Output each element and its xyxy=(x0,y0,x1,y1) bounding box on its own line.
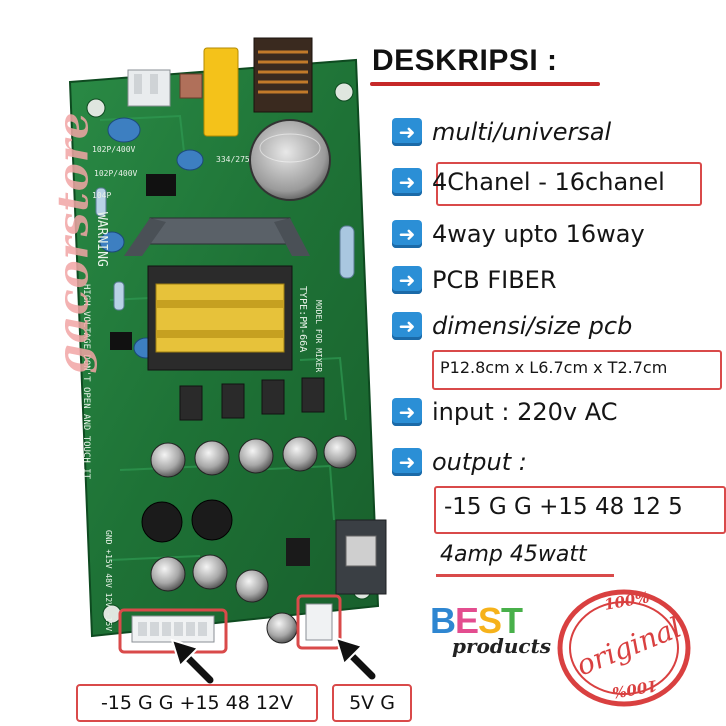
common-mode-choke xyxy=(253,37,313,113)
controller-ic xyxy=(146,174,176,196)
connector-label-main-text: -15 G G +15 48 12V xyxy=(100,692,294,714)
arrow-right-icon: ➜ xyxy=(392,398,422,426)
output-capacitors xyxy=(150,435,357,644)
pointer-arrow-right xyxy=(334,636,378,682)
fuse xyxy=(179,73,203,99)
power-value: 4amp 45watt xyxy=(440,542,587,567)
brand-letter: B xyxy=(430,600,456,641)
silkscreen-res: 334/275 xyxy=(216,155,250,164)
watermark-text: gacorstore xyxy=(48,111,98,374)
spec-text: 4way upto 16way xyxy=(432,220,645,248)
spec-row: ➜ multi/universal xyxy=(392,118,611,146)
heatsink xyxy=(124,217,310,256)
arrow-right-icon: ➜ xyxy=(392,266,422,294)
arrow-right-icon: ➜ xyxy=(392,168,422,196)
arrow-right-icon: ➜ xyxy=(392,312,422,340)
connector-highlight-main xyxy=(118,608,228,654)
connector-pin xyxy=(150,74,158,94)
connector-label-main: -15 G G +15 48 12V xyxy=(76,684,318,722)
connector-highlight-5v xyxy=(296,594,342,650)
spec-text: output : xyxy=(432,448,527,476)
capacitor-highlight xyxy=(259,133,321,163)
silkscreen-cap-3: 104P xyxy=(92,191,111,200)
ceramic-capacitor xyxy=(99,231,125,253)
original-seal-icon xyxy=(557,589,691,707)
ceramic-capacitor xyxy=(107,117,141,143)
spec-text: PCB FIBER xyxy=(432,266,557,294)
connector-label-5v-text: 5V G xyxy=(349,692,395,714)
brand-letter: S xyxy=(478,600,502,641)
silkscreen-model: MODEL FOR MIXER xyxy=(314,300,323,372)
channel-highlight-box xyxy=(436,162,702,206)
size-value: P12.8cm x L6.7cm x T2.7cm xyxy=(440,358,668,377)
spec-row: ➜ 4Chanel - 16chanel xyxy=(392,168,665,196)
output-value: -15 G G +15 48 12 5 xyxy=(444,494,683,520)
spec-text: input : 220v AC xyxy=(432,398,618,426)
silkscreen-warning: WARNING xyxy=(94,212,109,267)
mount-hole xyxy=(86,98,106,118)
power-underline xyxy=(436,574,614,577)
spec-row: ➜ input : 220v AC xyxy=(392,398,617,426)
x-capacitor xyxy=(203,47,239,137)
silkscreen-rails: GND +15V 48V 12V -15V xyxy=(104,530,113,631)
output-connector-5v xyxy=(305,603,333,641)
silkscreen-cap-2: 102P/400V xyxy=(94,169,138,178)
transformer xyxy=(147,265,293,371)
spec-row: ➜ 4way upto 16way xyxy=(392,220,645,248)
resistor xyxy=(113,281,125,311)
spec-text: dimensi/size pcb xyxy=(432,312,633,340)
size-highlight-box xyxy=(432,350,722,390)
brand-letter: E xyxy=(455,600,479,641)
ceramic-capacitor xyxy=(176,149,204,171)
brand-logo: BEST xyxy=(430,600,523,642)
page-title: DESKRIPSI : xyxy=(372,44,558,77)
title-underline xyxy=(370,82,600,86)
spec-row: ➜ dimensi/size pcb xyxy=(392,312,632,340)
spec-row: ➜ output : xyxy=(392,448,527,476)
regulator-heatsink xyxy=(286,519,387,595)
arrow-right-icon: ➜ xyxy=(392,118,422,146)
spec-text: multi/universal xyxy=(432,118,612,146)
arrow-right-icon: ➜ xyxy=(392,448,422,476)
brand-letter: T xyxy=(501,600,523,641)
output-inductors xyxy=(141,499,233,543)
mount-hole xyxy=(334,82,354,102)
silkscreen-warning-detail: HIGH VOLTAGE DON'T OPEN AND TOUCH IT xyxy=(81,284,91,480)
spec-row: ➜ PCB FIBER xyxy=(392,266,557,294)
arrow-right-icon: ➜ xyxy=(392,220,422,248)
resistor xyxy=(95,187,107,217)
pointer-arrow-left xyxy=(170,638,216,686)
connector-label-5v: 5V G xyxy=(332,684,412,722)
bulk-capacitor xyxy=(249,119,331,201)
silkscreen-type: TYPE:PM-66A xyxy=(297,286,308,352)
power-resistor xyxy=(339,225,355,279)
rectifier-diodes xyxy=(179,377,325,421)
optocoupler xyxy=(110,332,132,350)
connector-pins xyxy=(138,622,207,636)
output-highlight-box xyxy=(434,486,726,534)
silkscreen-cap-1: 102P/400V xyxy=(92,145,136,154)
choke-winding xyxy=(258,50,308,94)
brand-products: products xyxy=(452,634,552,658)
connector-pin xyxy=(134,74,142,94)
spec-text: 4Chanel - 16chanel xyxy=(432,168,665,196)
